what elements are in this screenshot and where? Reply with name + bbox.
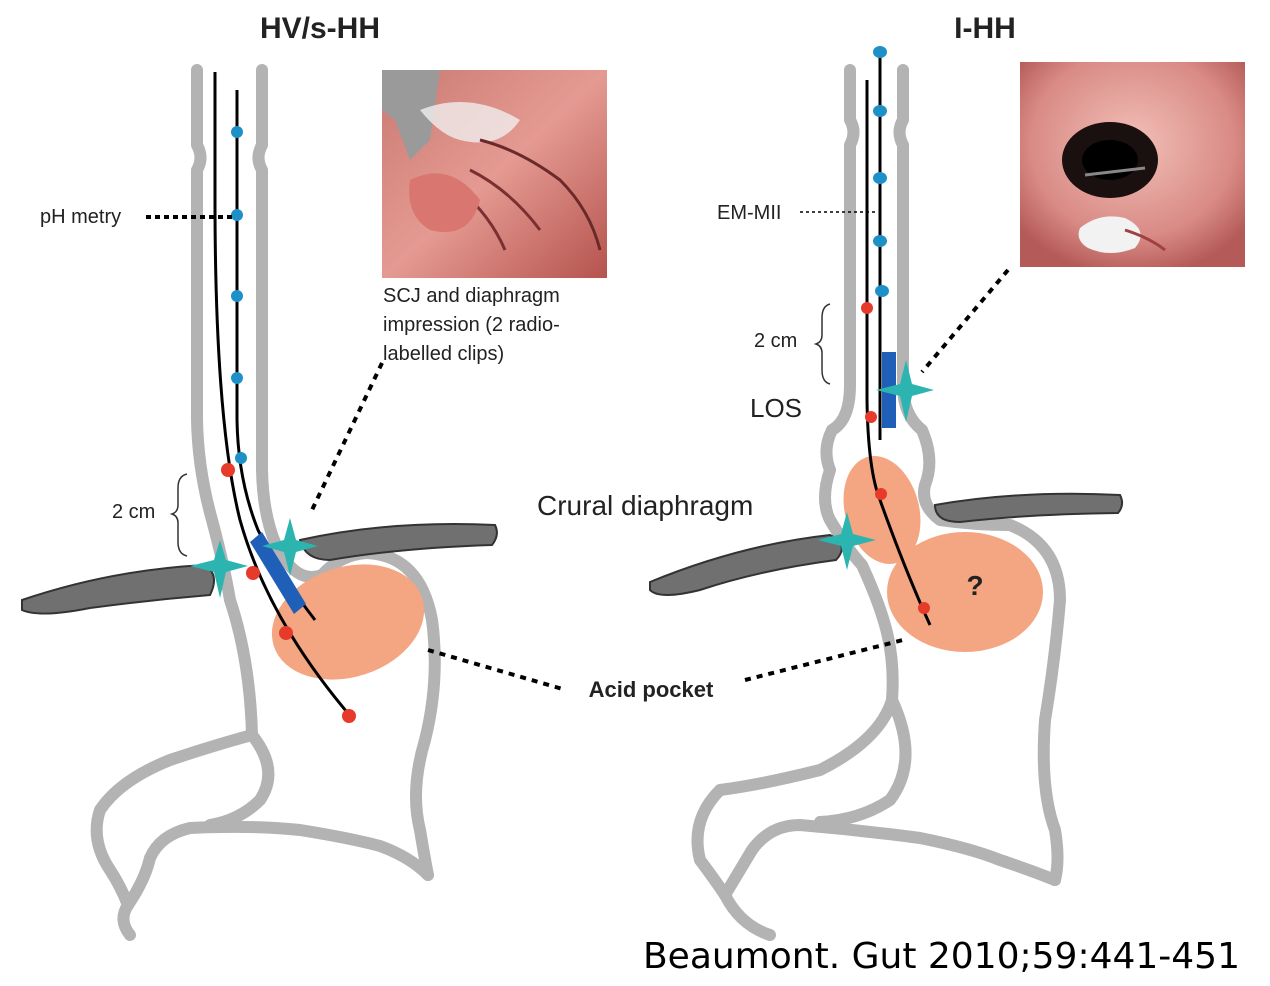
left-clip-star-1 <box>190 540 248 598</box>
scj-label-line1: SCJ and diaphragm <box>383 285 560 307</box>
left-los-bar <box>250 532 306 614</box>
right-endoscopy-image <box>1020 62 1245 267</box>
right-acid-pocket <box>887 532 1043 652</box>
crural-diaphragm-label: Crural diaphragm <box>537 490 753 521</box>
right-2cm-label: 2 cm <box>754 330 797 352</box>
right-antrum-fold <box>814 694 912 828</box>
left-title: HV/s-HH <box>260 12 380 45</box>
left-diaphragm-crus-left <box>21 563 215 615</box>
right-diaphragm-crus-right <box>933 492 1124 524</box>
scj-leader <box>310 362 384 511</box>
right-panel: I-HH ? <box>649 12 1245 941</box>
right-clip-star-2 <box>818 512 876 570</box>
left-2cm-brace <box>169 473 188 557</box>
los-label: LOS <box>750 393 802 423</box>
right-2cm-brace <box>813 303 831 385</box>
left-organ-outline <box>90 64 441 941</box>
acid-pocket-leader-right <box>744 638 904 682</box>
em-mii-label: EM-MII <box>717 202 781 224</box>
left-blue-sensors <box>231 126 247 464</box>
right-blue-sensors <box>873 46 889 297</box>
left-panel: HV/s-HH <box>21 12 607 941</box>
left-acid-pocket <box>271 564 425 680</box>
acid-pocket-leader-left <box>427 648 567 692</box>
left-diaphragm-crus-right <box>298 523 498 562</box>
left-clip-star-2 <box>262 518 318 576</box>
left-endoscopy-image <box>382 70 607 278</box>
ph-metry-label: pH metry <box>40 206 121 228</box>
right-clip-star-1 <box>876 360 934 422</box>
left-2cm-label: 2 cm <box>112 501 155 523</box>
scj-label-line2: impression (2 radio- <box>383 314 560 336</box>
left-antrum-fold <box>204 729 275 831</box>
scj-label-line3: labelled clips) <box>383 343 504 365</box>
right-image-leader <box>920 268 1010 374</box>
right-red-sensors <box>861 302 930 614</box>
right-diaphragm-crus-left <box>649 533 843 596</box>
left-red-sensors <box>221 463 356 723</box>
right-catheter-manometry <box>865 80 932 626</box>
left-catheter-manometry <box>213 72 354 719</box>
acid-pocket-label: Acid pocket <box>589 677 714 702</box>
citation: Beaumont. Gut 2010;59:441-451 <box>643 936 1240 977</box>
question-mark: ? <box>966 570 983 601</box>
right-title: I-HH <box>954 12 1016 45</box>
